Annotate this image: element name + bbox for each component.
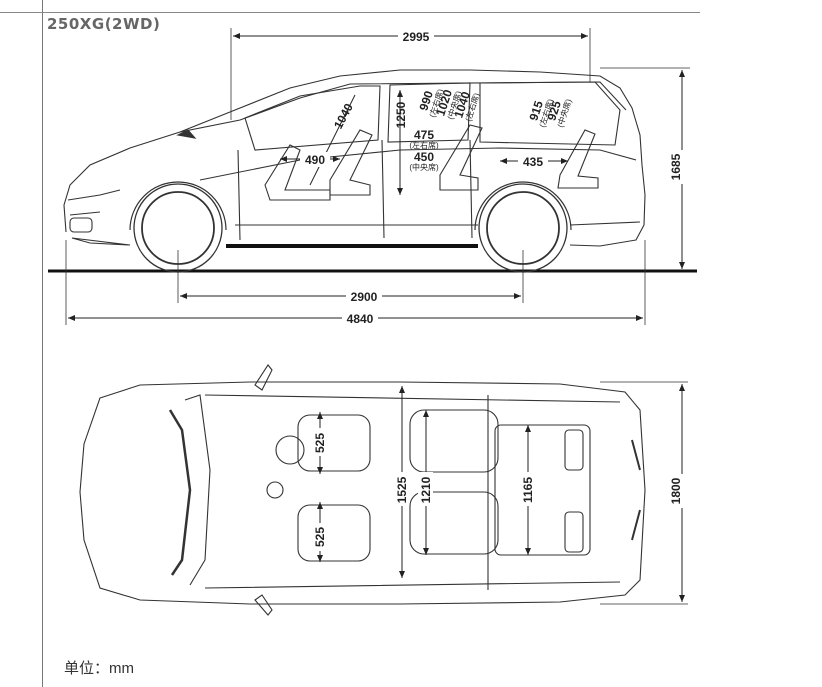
dim-headroom-3rd: 915 [526,99,546,123]
dimension-annotations: 2995 2900 4840 490 435 475 (左右席) 450 (中央… [68,28,685,602]
frame-top-border [0,12,700,13]
dim-wheelbase: 2900 [351,290,378,304]
dim-headroom-3rd-b: 925 [544,99,564,123]
dim-interior-width: 1525 [395,476,409,503]
dim-legroom-2nd-b: 450 [414,150,434,164]
dim-interior-length: 2995 [403,30,430,44]
frame-left-border [42,0,43,687]
dim-legroom-2nd-b-note: (中央席) [409,162,439,172]
dim-seat-width-lower: 525 [313,527,327,547]
dim-overall-height: 1685 [669,153,683,180]
dim-overall-length: 4840 [347,312,374,326]
top-view [79,364,688,616]
dim-headroom-2nd: 990 [416,89,436,113]
dim-interior-height: 1250 [394,101,408,128]
dim-legroom-3rd: 435 [523,155,543,169]
dim-interior-width-2: 1210 [419,476,433,503]
dim-legroom-2nd-note: (左右席) [409,140,439,150]
dim-legroom-front: 490 [305,153,325,167]
dim-legroom-2nd: 475 [414,128,434,142]
headroom-2nd-group: 990 (左右席) 1020 (中央席) 1040 (左右席) [416,87,481,122]
dim-third-row-width: 1165 [521,477,535,503]
headroom-3rd-group: 915 (左右席) 925 (中央席) [526,97,573,128]
unit-label: 单位：mm [64,660,134,677]
model-title: 250XG(2WD) [47,15,161,33]
dim-overall-width: 1800 [669,477,683,504]
dim-headroom-front: 1040 [331,101,356,131]
dim-seat-width-upper: 525 [313,433,327,453]
side-view [48,28,697,325]
